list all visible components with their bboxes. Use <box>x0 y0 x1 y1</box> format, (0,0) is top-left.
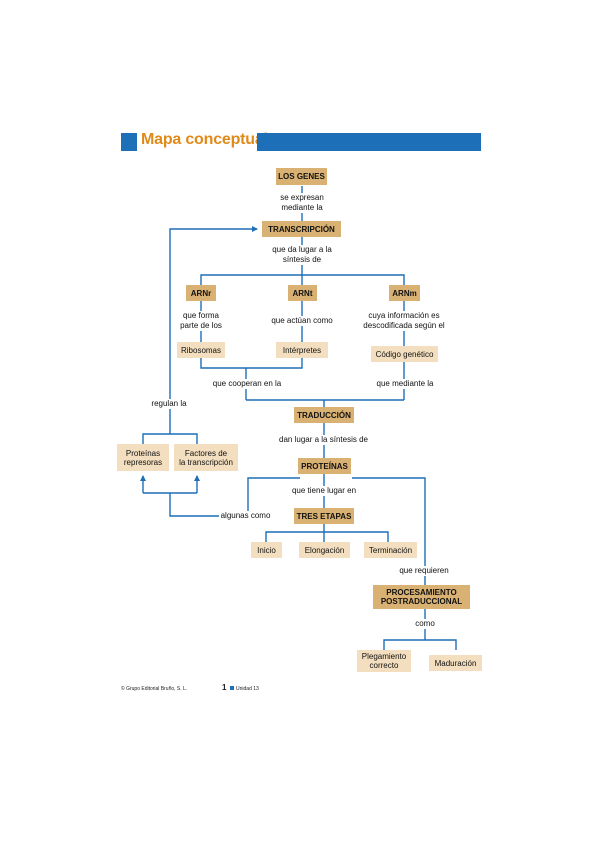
node-maduracion: Maduración <box>429 655 482 671</box>
label-cooperan: que cooperan en la <box>212 379 282 389</box>
label-que-forma: que forma parte de los <box>176 311 226 331</box>
node-arnr: ARNr <box>186 285 216 301</box>
label-algunas-como: algunas como <box>219 511 272 521</box>
footer-page-number: 1 <box>222 683 227 692</box>
label-da-lugar: que da lugar a la síntesis de <box>264 245 340 265</box>
line-proc-branch <box>383 639 457 650</box>
line-regulan-join <box>142 433 198 444</box>
label-cuya-informacion: cuya información es descodificada según … <box>361 311 447 331</box>
node-elongacion: Elongación <box>299 542 350 558</box>
node-codigo-genetico: Código genético <box>371 346 438 362</box>
line-algunas-feedback <box>169 493 220 517</box>
node-plegamiento-correcto: Plegamiento correcto <box>357 650 411 672</box>
label-como: como <box>408 619 442 629</box>
label-requieren: que requieren <box>395 566 453 576</box>
line-regulan-up <box>169 226 258 434</box>
label-que-actuan: que actúan como <box>269 316 335 326</box>
label-regulan: regulan la <box>149 399 189 409</box>
node-los-genes: LOS GENES <box>276 168 327 185</box>
line-proteinas-right <box>352 477 426 585</box>
node-proteinas: PROTEÍNAS <box>298 458 351 474</box>
node-tres-etapas: TRES ETAPAS <box>294 508 354 524</box>
line-etapas-branch <box>265 531 389 542</box>
node-traduccion: TRADUCCIÓN <box>294 407 354 423</box>
label-se-expresan: se expresan mediante la <box>272 193 332 213</box>
node-proteinas-represoras: Proteínas represoras <box>117 444 169 471</box>
node-arnt: ARNt <box>288 285 317 301</box>
node-factores-transcripcion: Factores de la transcripción <box>174 444 238 471</box>
footer-publisher: © Grupo Editorial Bruño, S. L. <box>121 686 188 692</box>
footer-accent-square <box>230 686 234 690</box>
label-mediante-la: que mediante la <box>376 379 434 389</box>
node-arnm: ARNm <box>389 285 420 301</box>
node-inicio: Inicio <box>251 542 282 558</box>
line-ribo-interp-join <box>200 358 303 369</box>
label-dan-lugar: dan lugar a la síntesis de <box>275 435 372 445</box>
node-transcripcion: TRANSCRIPCIÓN <box>262 221 341 237</box>
label-tiene-lugar: que tiene lugar en <box>290 486 358 496</box>
node-procesamiento-postraduccional: PROCESAMIENTO POSTRADUCCIONAL <box>373 585 470 609</box>
line-proteinas-left <box>247 477 300 516</box>
node-interpretes: Intérpretes <box>276 342 328 358</box>
footer-unit: Unidad 13 <box>236 686 259 692</box>
header-accent-square <box>121 133 137 151</box>
header-accent-bar <box>257 133 481 151</box>
node-ribosomas: Ribosomas <box>177 342 225 358</box>
node-terminacion: Terminación <box>364 542 417 558</box>
page-title: Mapa conceptual <box>141 131 268 148</box>
